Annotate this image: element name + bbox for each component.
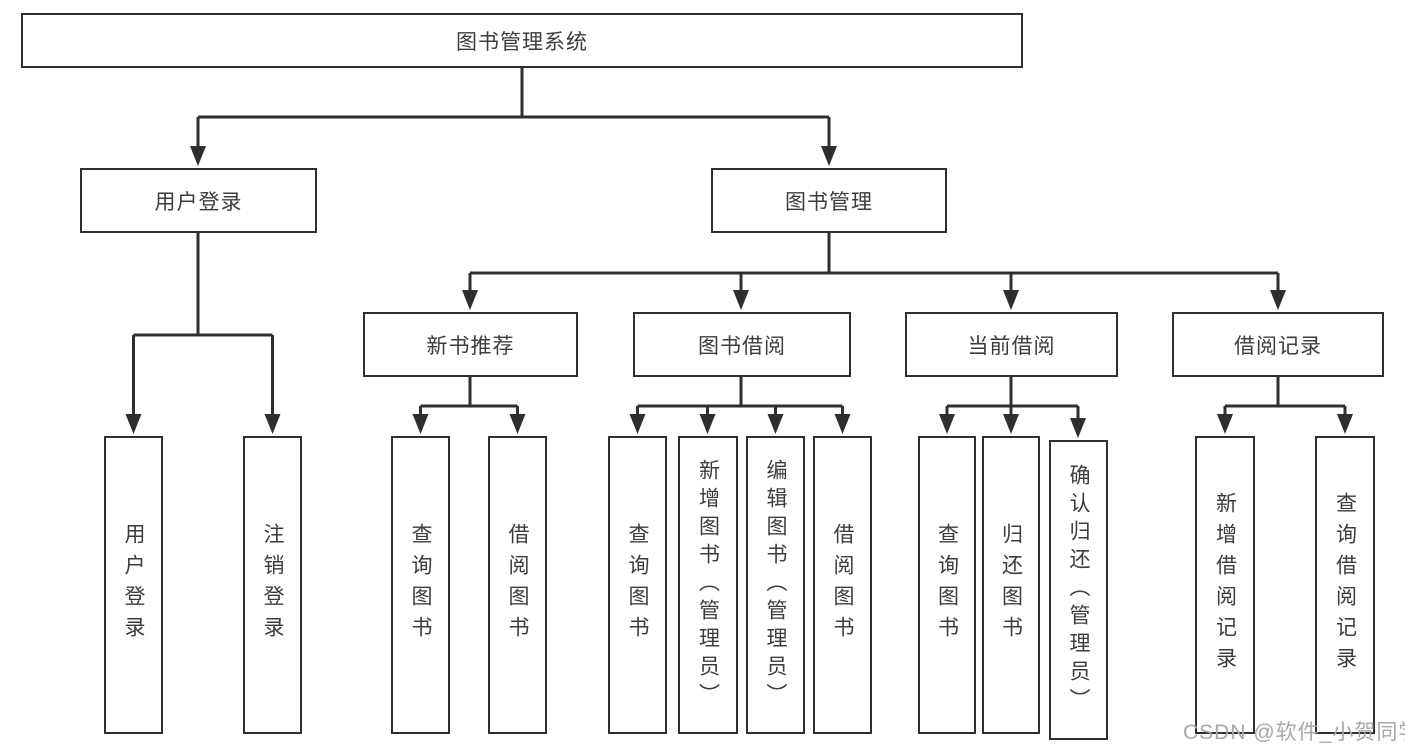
leaf-add-borrow-record-label: 新增借阅记录 <box>1213 492 1237 678</box>
leaf-borrow-book-1: 借阅图书 <box>488 436 547 734</box>
leaf-add-book-admin: 新增图书（管理员） <box>678 436 738 734</box>
node-book-management: 图书管理 <box>711 168 947 233</box>
node-borrow-records: 借阅记录 <box>1172 312 1384 377</box>
leaf-confirm-return-admin-label: 确认归还（管理员） <box>1067 464 1090 716</box>
watermark: CSDN @软件_小贺同学 <box>1183 721 1405 744</box>
leaf-query-borrow-record: 查询借阅记录 <box>1315 436 1375 734</box>
node-user-login: 用户登录 <box>80 168 317 233</box>
leaf-query-borrow-record-label: 查询借阅记录 <box>1333 492 1357 678</box>
leaf-query-book-1-label: 查询图书 <box>409 523 432 647</box>
leaf-return-book-label: 归还图书 <box>999 523 1023 647</box>
leaf-query-book-3-label: 查询图书 <box>935 523 959 647</box>
arrowheads <box>125 146 1353 438</box>
leaf-logout-label: 注销登录 <box>261 523 284 647</box>
node-new-book-recommend: 新书推荐 <box>363 312 578 377</box>
leaf-add-borrow-record: 新增借阅记录 <box>1195 436 1255 734</box>
leaf-query-book-2: 查询图书 <box>608 436 667 734</box>
node-root: 图书管理系统 <box>21 13 1023 68</box>
leaf-user-login: 用户登录 <box>104 436 163 734</box>
node-book-borrow-label: 图书借阅 <box>698 334 786 358</box>
leaf-borrow-book-2-label: 借阅图书 <box>831 523 854 647</box>
leaf-logout: 注销登录 <box>243 436 302 734</box>
leaf-add-book-admin-label: 新增图书（管理员） <box>696 459 720 711</box>
leaf-borrow-book-1-label: 借阅图书 <box>506 523 529 647</box>
node-current-borrow-label: 当前借阅 <box>967 334 1056 358</box>
leaf-query-book-2-label: 查询图书 <box>626 523 649 647</box>
leaf-return-book: 归还图书 <box>982 436 1040 734</box>
leaf-user-login-label: 用户登录 <box>122 523 145 647</box>
leaf-borrow-book-2: 借阅图书 <box>813 436 872 734</box>
node-current-borrow: 当前借阅 <box>905 312 1118 377</box>
node-book-management-label: 图书管理 <box>785 190 873 214</box>
leaf-query-book-1: 查询图书 <box>391 436 450 734</box>
leaf-confirm-return-admin: 确认归还（管理员） <box>1049 440 1108 740</box>
node-new-book-recommend-label: 新书推荐 <box>426 334 515 358</box>
node-root-label: 图书管理系统 <box>456 30 588 54</box>
leaf-edit-book-admin-label: 编辑图书（管理员） <box>764 459 787 711</box>
leaf-query-book-3: 查询图书 <box>918 436 976 734</box>
node-borrow-records-label: 借阅记录 <box>1234 334 1322 358</box>
node-user-login-label: 用户登录 <box>154 190 243 214</box>
leaf-edit-book-admin: 编辑图书（管理员） <box>746 436 805 734</box>
node-book-borrow: 图书借阅 <box>633 312 851 377</box>
